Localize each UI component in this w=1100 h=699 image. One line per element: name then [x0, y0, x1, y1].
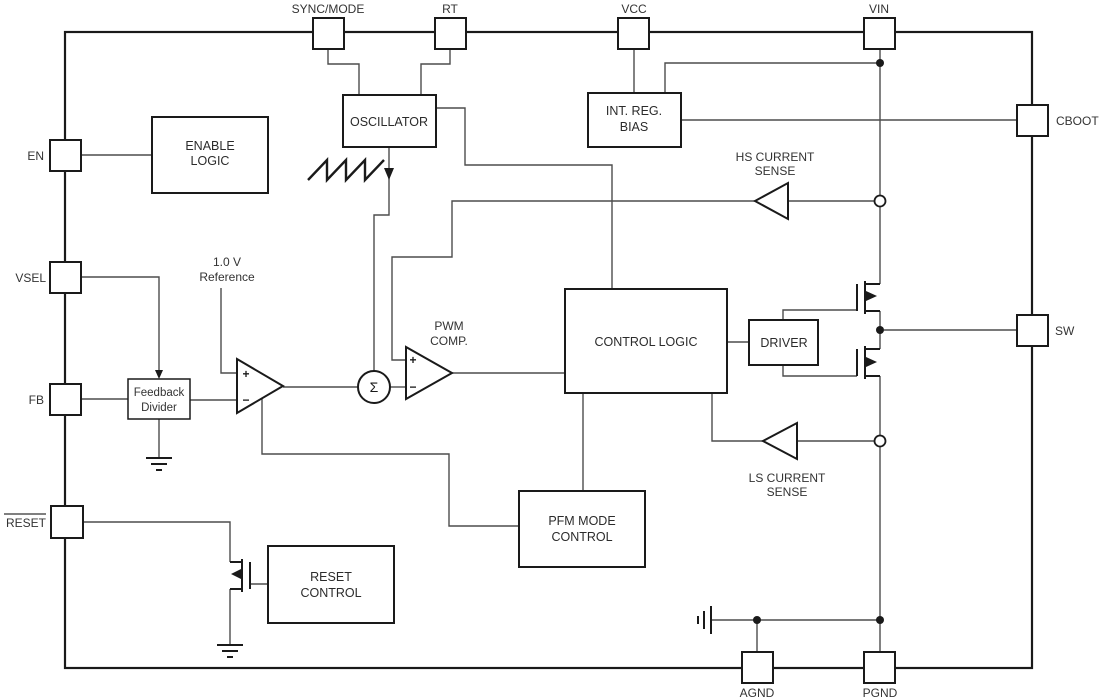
ground-symbol-reset — [217, 644, 243, 658]
hs-current-sense-amp-icon — [752, 181, 789, 221]
ls-current-sense-amp-icon — [760, 421, 798, 461]
driver-block — [748, 319, 819, 366]
pin-box-vcc — [617, 17, 650, 50]
ground-symbol-feedback — [146, 457, 172, 471]
feedback-divider-label-1: Feedback — [134, 387, 185, 399]
pin-box-agnd — [741, 651, 774, 684]
pin-box-fb — [49, 383, 82, 416]
pwm-comp-label-2: COMP. — [430, 334, 468, 348]
error-amp-plus-sign: + — [242, 367, 249, 381]
reference-label-1: 1.0 V — [213, 255, 241, 269]
reset-control-label-1: RESET — [310, 570, 352, 584]
enable-logic-block — [151, 116, 269, 194]
sigma-symbol: Σ — [370, 379, 379, 395]
pfm-mode-control-label-2: CONTROL — [551, 530, 612, 544]
chip-boundary — [63, 30, 1034, 670]
pin-label-fb: FB — [29, 393, 44, 407]
pfm-mode-control-block — [518, 490, 646, 568]
oscillator-block — [342, 94, 437, 148]
error-amp-minus-sign: − — [242, 393, 249, 407]
ls-sense-tap — [873, 434, 887, 448]
feedback-divider-block — [127, 378, 191, 420]
pin-box-reset — [50, 505, 84, 539]
pwm-comp-label-1: PWM — [434, 319, 463, 333]
pin-label-en: EN — [27, 149, 44, 163]
int-reg-bias-label-1: INT. REG. — [606, 104, 662, 118]
ls-mosfet-icon — [856, 346, 880, 379]
pin-label-vsel: VSEL — [15, 271, 46, 285]
enable-logic-label-2: LOGIC — [191, 154, 230, 168]
pin-box-pgnd — [863, 651, 896, 684]
sawtooth-waveform-icon — [307, 156, 394, 184]
pin-label-sync-mode: SYNC/MODE — [292, 2, 365, 16]
pin-label-sw: SW — [1055, 324, 1075, 338]
pin-box-rt — [434, 17, 467, 50]
int-reg-bias-label-2: BIAS — [620, 120, 649, 134]
oscillator-label: OSCILLATOR — [350, 115, 428, 129]
pin-label-cboot: CBOOT — [1056, 114, 1099, 128]
ls-current-sense-label-1: LS CURRENT — [749, 471, 826, 485]
pwm-comp-minus-sign: − — [409, 380, 416, 394]
pwm-comparator-icon — [405, 345, 455, 401]
pin-box-vsel — [49, 261, 82, 294]
pin-label-vin: VIN — [869, 2, 889, 16]
pin-box-sync-mode — [312, 17, 345, 50]
pin-box-vin — [863, 17, 896, 50]
pin-label-agnd: AGND — [740, 686, 775, 699]
pfm-mode-control-label-1: PFM MODE — [548, 514, 615, 528]
control-logic-block — [564, 288, 728, 394]
ground-symbol-pgnd-rail — [697, 606, 712, 634]
hs-current-sense-label-1: HS CURRENT — [736, 150, 815, 164]
ls-current-sense-label-2: SENSE — [767, 485, 808, 499]
reset-control-label-2: CONTROL — [300, 586, 361, 600]
reset-mosfet-icon — [230, 559, 251, 592]
pin-label-rt: RT — [442, 2, 458, 16]
pin-box-en — [49, 139, 82, 172]
int-reg-bias-block — [587, 92, 682, 148]
junction-dots — [753, 59, 884, 624]
pin-label-vcc: VCC — [621, 2, 647, 16]
pin-box-sw — [1016, 314, 1049, 347]
enable-logic-label-1: ENABLE — [185, 139, 234, 153]
control-logic-label: CONTROL LOGIC — [594, 335, 697, 349]
hs-current-sense-label-2: SENSE — [755, 164, 796, 178]
vsel-arrow-icon — [155, 370, 163, 379]
pwm-comp-plus-sign: + — [409, 353, 416, 367]
feedback-divider-label-2: Divider — [141, 402, 177, 414]
summing-node-icon — [357, 370, 391, 404]
pin-label-pgnd: PGND — [863, 686, 898, 699]
driver-label: DRIVER — [760, 336, 807, 350]
hs-sense-tap — [873, 194, 887, 208]
hs-mosfet-icon — [856, 281, 880, 314]
pin-box-cboot — [1016, 104, 1049, 137]
reset-control-block — [267, 545, 395, 624]
reference-label-2: Reference — [199, 270, 255, 284]
pin-label-reset: RESET — [6, 516, 47, 530]
error-amp-icon — [236, 357, 285, 415]
